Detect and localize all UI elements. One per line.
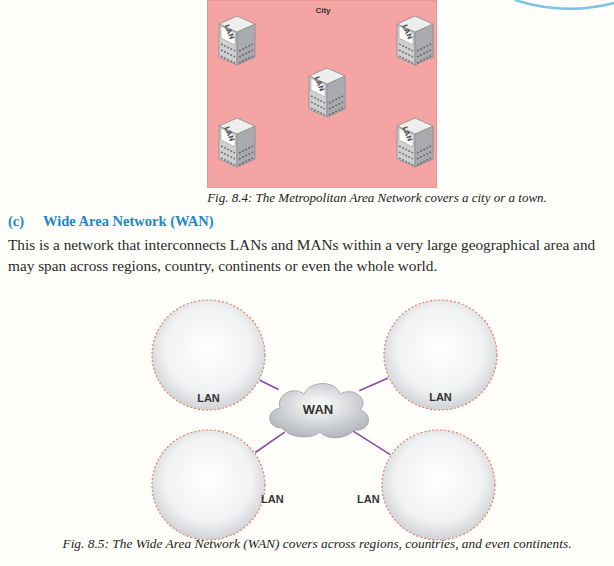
- building-windows: [239, 44, 253, 51]
- section-number: (c): [8, 212, 24, 230]
- building-windows: [417, 50, 431, 57]
- node-label: LAN: [151, 392, 266, 405]
- lan-circle: [384, 300, 497, 410]
- building-windows: [221, 50, 235, 57]
- building-windows: [329, 108, 343, 115]
- building-windows: [221, 56, 235, 63]
- node-label: LAN: [357, 493, 380, 506]
- building-windows: [399, 158, 413, 165]
- figure-caption: Fig. 8.4: The Metropolitan Area Network …: [172, 190, 582, 206]
- building-outline: [394, 113, 436, 169]
- node-label: WAN: [262, 402, 374, 417]
- building-windows: [399, 146, 413, 153]
- building-windows: [329, 102, 343, 109]
- network-link: [359, 378, 388, 391]
- building-windows: [417, 146, 431, 153]
- lan-node: LAN: [151, 299, 266, 411]
- section-heading: Wide Area Network (WAN): [43, 212, 214, 230]
- building-windows: [221, 146, 235, 153]
- building-windows: [399, 152, 413, 159]
- building-windows: [417, 56, 431, 63]
- building-windows: [221, 44, 235, 51]
- building-windows: [399, 50, 413, 57]
- lan-node: LAN: [381, 429, 496, 541]
- building-windows: [311, 96, 325, 103]
- link-line: [359, 378, 388, 391]
- building-windows: [239, 152, 253, 159]
- link-line: [255, 432, 284, 452]
- circle-outline: [381, 429, 496, 541]
- network-link: [260, 380, 279, 389]
- lan-building: LAN: [306, 63, 348, 119]
- building-outline: [394, 11, 436, 67]
- node-label: LAN: [261, 493, 284, 506]
- building-windows: [221, 152, 235, 159]
- building-windows: [417, 44, 431, 51]
- link-line: [260, 380, 279, 389]
- lan-circle: [152, 430, 265, 540]
- building-outline: [216, 113, 258, 169]
- building-outline: [216, 11, 258, 67]
- building-windows: [311, 108, 325, 115]
- lan-building: LAN: [216, 11, 258, 67]
- building-windows: [221, 158, 235, 165]
- node-label: LAN: [383, 391, 498, 404]
- network-link: [255, 432, 284, 452]
- building-windows: [417, 152, 431, 159]
- wan-cloud-node: WAN: [262, 376, 374, 442]
- lan-building: LAN: [394, 113, 436, 169]
- building-windows: [239, 50, 253, 57]
- building-windows: [399, 56, 413, 63]
- building-windows: [239, 146, 253, 153]
- network-link: [353, 431, 390, 454]
- building-outline: [306, 63, 348, 119]
- city-area: CityLANLANLANLANLAN: [207, 0, 437, 188]
- lan-node: LAN: [383, 299, 498, 411]
- lan-building: LAN: [216, 113, 258, 169]
- lan-circle: [152, 300, 265, 410]
- building-windows: [399, 44, 413, 51]
- building-windows: [311, 102, 325, 109]
- building-windows: [329, 96, 343, 103]
- building-windows: [239, 56, 253, 63]
- lan-building: LAN: [394, 11, 436, 67]
- corner-curve: [515, 0, 614, 9]
- lan-circle: [382, 430, 495, 540]
- building-windows: [239, 158, 253, 165]
- building-windows: [417, 158, 431, 165]
- link-line: [353, 431, 390, 454]
- area-name: City: [208, 6, 438, 16]
- lan-node: LAN: [151, 429, 266, 541]
- body-paragraph: This is a network that interconnects LAN…: [8, 234, 612, 276]
- circle-outline: [151, 429, 266, 541]
- figure-caption: Fig. 8.5: The Wide Area Network (WAN) co…: [24, 536, 610, 552]
